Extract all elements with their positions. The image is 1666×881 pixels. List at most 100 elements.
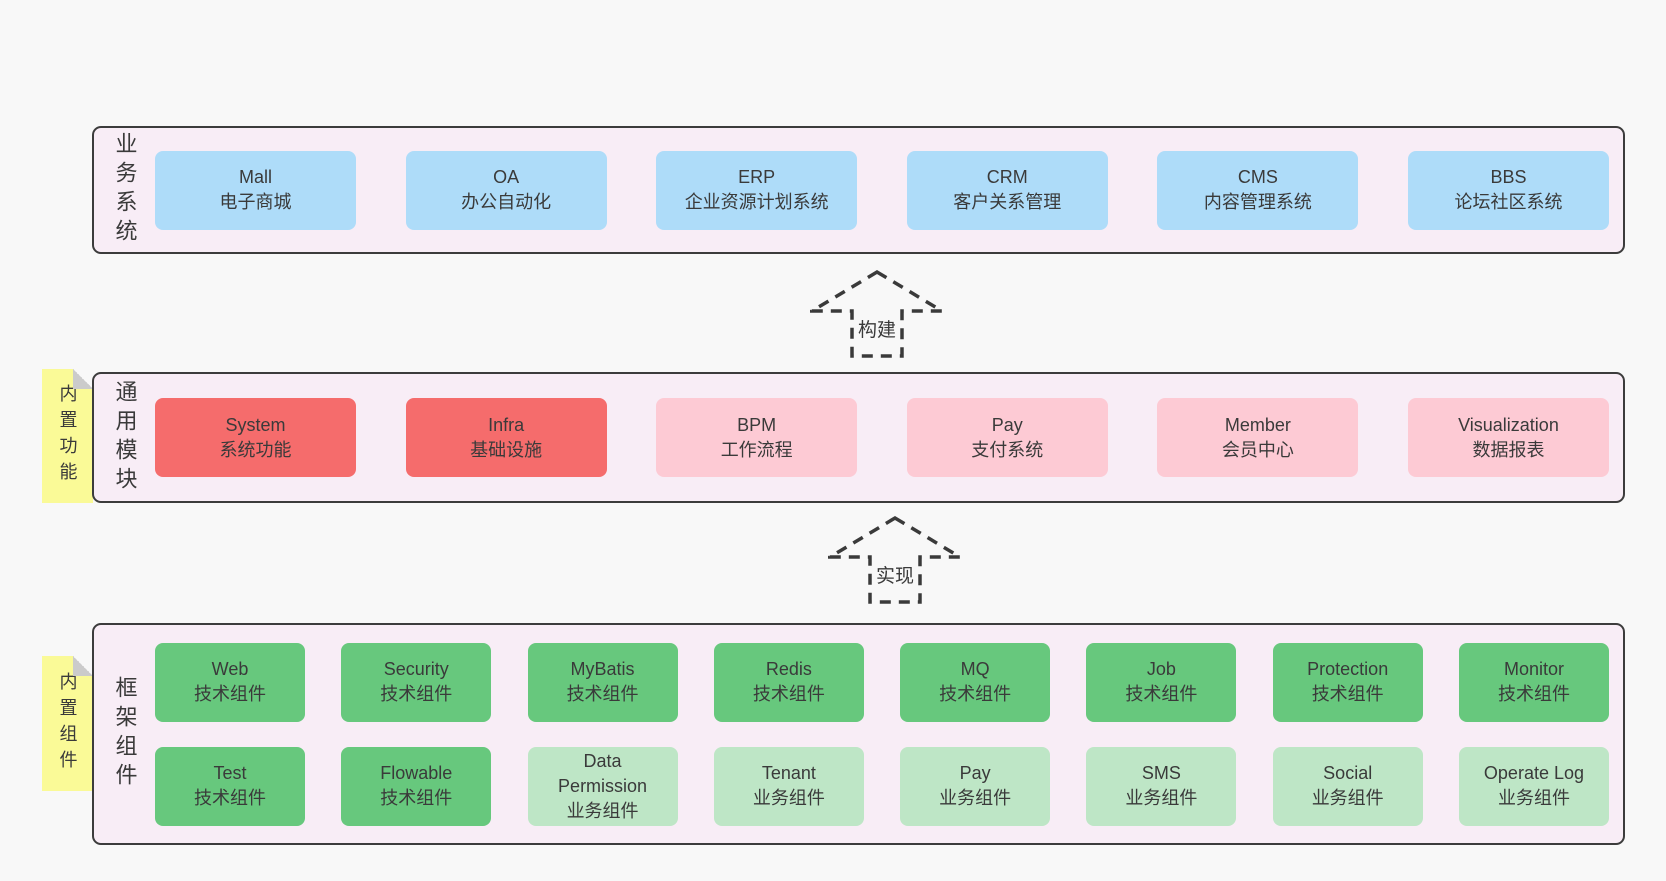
- dashed-up-arrow-icon: [828, 515, 962, 604]
- box-subtitle: 办公自动化: [461, 192, 552, 212]
- box-flowable: Flowable 技术组件: [341, 746, 492, 826]
- box-title: Mall: [238, 167, 272, 187]
- box-system: System 系统功能: [155, 398, 356, 477]
- box-subtitle: 支付系统: [971, 439, 1044, 460]
- box-title: Protection: [1307, 659, 1389, 679]
- box-operate-log: Operate Log 业务组件: [1458, 746, 1609, 826]
- box-redis: Redis 技术组件: [713, 642, 864, 722]
- section-label-modules: 通用模块: [94, 374, 155, 501]
- box-title: SMS: [1141, 763, 1181, 783]
- box-subtitle: 业务组件: [752, 788, 825, 808]
- dashed-up-arrow-icon: [810, 269, 944, 358]
- box-subtitle: 电子商城: [219, 192, 292, 212]
- box-title: Visualization: [1458, 414, 1559, 435]
- box-erp: ERP 企业资源计划系统: [656, 150, 858, 230]
- box-subtitle: 客户关系管理: [953, 192, 1062, 212]
- box-subtitle: 业务组件: [1497, 788, 1570, 808]
- box-bpm: BPM 工作流程: [656, 398, 858, 477]
- box-subtitle: 技术组件: [1497, 684, 1570, 704]
- box-infra: Infra 基础设施: [405, 398, 607, 477]
- box-subtitle: 业务组件: [1125, 788, 1198, 808]
- box-title: MQ: [960, 659, 990, 679]
- box-subtitle: 技术组件: [194, 788, 266, 808]
- arrow-build-label: 构建: [857, 320, 896, 341]
- box-tenant: Tenant 业务组件: [713, 746, 864, 826]
- box-subtitle: 技术组件: [566, 684, 639, 704]
- box-title: BPM: [737, 414, 777, 435]
- section-label-text: 通用模块: [112, 379, 138, 496]
- framework-row-2: Test 技术组件 Flowable 技术组件 Data Permission …: [155, 746, 1609, 826]
- folded-corner-icon: [73, 369, 93, 389]
- box-subtitle: 业务组件: [566, 800, 639, 821]
- modules-row: System 系统功能 Infra 基础设施 BPM 工作流程 Pay 支付系统…: [155, 398, 1609, 477]
- box-subtitle: 技术组件: [752, 684, 825, 704]
- box-web: Web 技术组件: [155, 642, 305, 722]
- section-business-systems: 业务系统 Mall 电子商城 OA 办公自动化 ERP 企业资源计划系统 CRM…: [92, 126, 1625, 254]
- box-title: Flowable: [380, 763, 453, 783]
- box-title: CRM: [986, 167, 1028, 187]
- box-pay: Pay 支付系统: [906, 398, 1108, 477]
- box-title: Pay: [991, 414, 1023, 435]
- box-subtitle: 技术组件: [380, 684, 453, 704]
- box-title: Pay: [959, 763, 991, 783]
- box-social: Social 业务组件: [1272, 746, 1423, 826]
- sticky-label: 内置组件: [57, 671, 78, 776]
- box-title: Operate Log: [1483, 763, 1584, 783]
- folded-corner-icon: [73, 656, 93, 676]
- section-common-modules: 通用模块 System 系统功能 Infra 基础设施 BPM 工作流程 Pay…: [92, 372, 1625, 503]
- box-title: Job: [1146, 659, 1176, 679]
- business-row: Mall 电子商城 OA 办公自动化 ERP 企业资源计划系统 CRM 客户关系…: [155, 150, 1609, 230]
- box-bbs: BBS 论坛社区系统: [1407, 150, 1609, 230]
- box-test: Test 技术组件: [155, 746, 305, 826]
- box-subtitle: 基础设施: [470, 439, 543, 460]
- box-subtitle: 工作流程: [720, 439, 793, 460]
- box-subtitle: 业务组件: [1311, 788, 1384, 808]
- box-visualization: Visualization 数据报表: [1407, 398, 1609, 477]
- box-subtitle: 内容管理系统: [1203, 192, 1312, 212]
- box-pay-biz: Pay 业务组件: [900, 746, 1051, 826]
- box-subtitle: 企业资源计划系统: [684, 192, 829, 212]
- box-title: Member: [1224, 414, 1291, 435]
- box-title: System: [225, 414, 286, 435]
- box-cms: CMS 内容管理系统: [1157, 150, 1359, 230]
- box-title: Web: [211, 659, 249, 679]
- box-subtitle: 数据报表: [1472, 439, 1545, 460]
- section-label-text: 框架组件: [112, 676, 138, 792]
- box-subtitle: 技术组件: [939, 684, 1012, 704]
- box-title: MyBatis: [570, 659, 635, 679]
- box-mq: MQ 技术组件: [900, 642, 1051, 722]
- box-title: Security: [383, 659, 449, 679]
- box-title: Monitor: [1503, 659, 1564, 679]
- box-job: Job 技术组件: [1086, 642, 1237, 722]
- box-subtitle: 系统功能: [219, 439, 292, 460]
- box-title: ERP: [738, 167, 776, 187]
- section-framework-components: 框架组件 Web 技术组件 Security 技术组件 MyBatis 技术组件…: [92, 623, 1625, 845]
- box-security: Security 技术组件: [341, 642, 492, 722]
- box-title: Infra: [488, 414, 525, 435]
- box-subtitle: 技术组件: [380, 788, 453, 808]
- box-sms: SMS 业务组件: [1086, 746, 1237, 826]
- arrow-implement-label: 实现: [875, 566, 914, 587]
- sticky-note-built-in-functions: 内置功能: [42, 369, 93, 503]
- box-title: Tenant: [761, 763, 816, 783]
- box-subtitle: 技术组件: [1125, 684, 1198, 704]
- box-monitor: Monitor 技术组件: [1458, 642, 1609, 722]
- section-label-framework: 框架组件: [94, 625, 155, 843]
- box-subtitle: 技术组件: [194, 684, 266, 704]
- arrow-build: 构建: [810, 269, 944, 359]
- box-crm: CRM 客户关系管理: [906, 150, 1108, 230]
- framework-row-1: Web 技术组件 Security 技术组件 MyBatis 技术组件 Redi…: [155, 642, 1609, 722]
- box-title: BBS: [1490, 167, 1527, 187]
- box-mybatis: MyBatis 技术组件: [527, 642, 678, 722]
- section-label-business: 业务系统: [94, 128, 155, 252]
- box-title: Data Permission: [558, 750, 648, 796]
- box-title: CMS: [1237, 167, 1278, 187]
- arrow-implement: 实现: [828, 515, 962, 605]
- box-mall: Mall 电子商城: [155, 150, 356, 230]
- sticky-label: 内置功能: [57, 384, 78, 488]
- box-title: Test: [213, 763, 247, 783]
- box-subtitle: 技术组件: [1311, 684, 1384, 704]
- box-title: OA: [493, 167, 520, 187]
- box-data-permission: Data Permission 业务组件: [527, 746, 678, 826]
- sticky-note-built-in-components: 内置组件: [42, 656, 93, 791]
